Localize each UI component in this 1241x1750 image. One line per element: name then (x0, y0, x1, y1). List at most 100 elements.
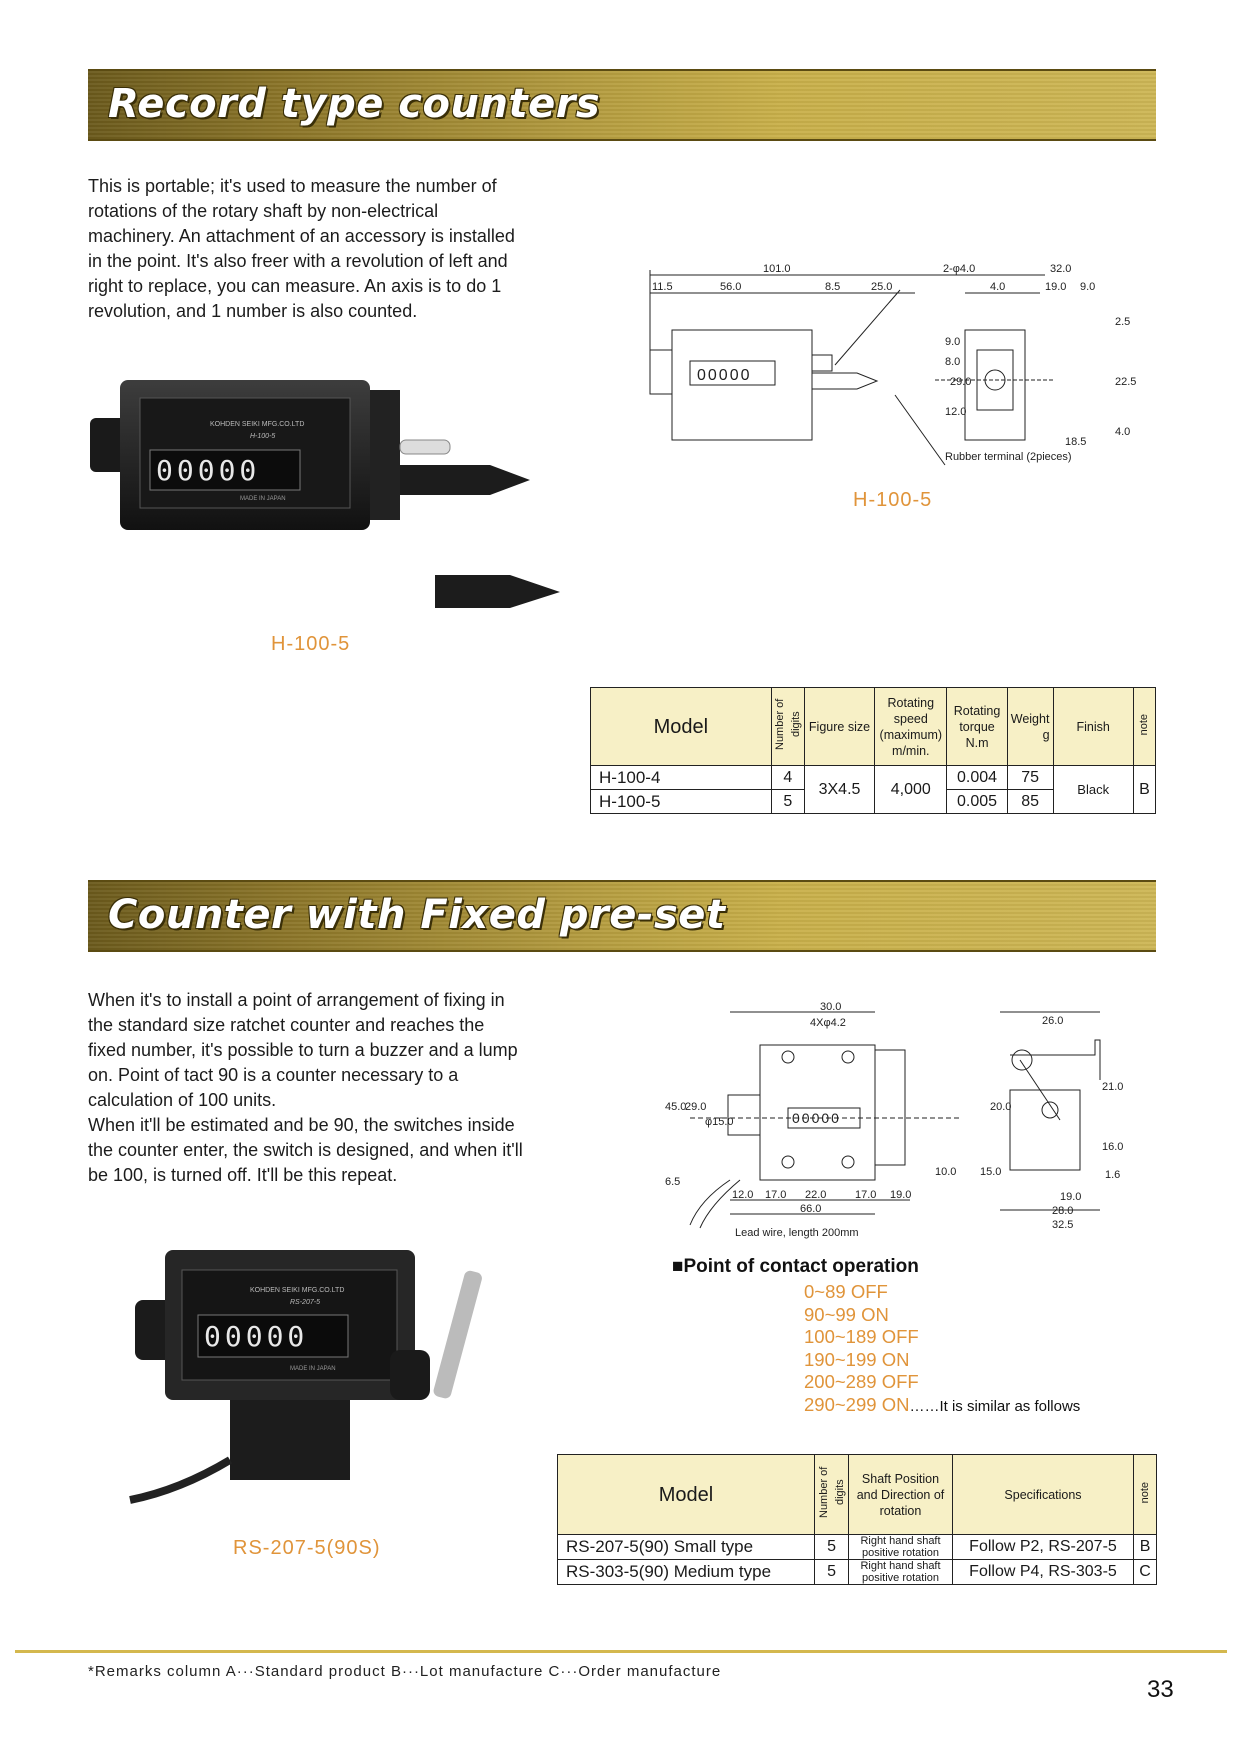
dim-label: 12.0 (945, 406, 966, 418)
photo-maker-label: KOHDEN SEIKI MFG.CO.LTD (210, 421, 304, 428)
dim-label: 8.0 (945, 356, 960, 368)
cell-model: H-100-5 (590, 789, 772, 814)
description-line: When it's to install a point of arrangem… (88, 990, 505, 1010)
section-description: This is portable; it's used to measure t… (88, 174, 604, 324)
dim-label: 28.0 (1052, 1205, 1073, 1217)
cell-finish: Black (1052, 765, 1134, 814)
contact-operation-heading: ■Point of contact operation (672, 1256, 919, 1277)
description-line: in the point. It's also freer with a rev… (88, 251, 508, 271)
photo-made-label: MADE IN JAPAN (290, 1366, 336, 1372)
dim-label: 9.0 (945, 336, 960, 348)
cell-shaft: Right hand shaft positive rotation (848, 1534, 953, 1560)
dim-label: 4.0 (1115, 426, 1130, 438)
dim-label: 29.0 (685, 1101, 706, 1113)
dim-label: 1.6 (1105, 1169, 1120, 1181)
dim-label: 19.0 (890, 1189, 911, 1201)
cell-figure: 3X4.5 (803, 765, 876, 814)
dim-label: 25.0 (871, 281, 892, 293)
section-title: Record type counters (108, 81, 601, 127)
description-line: This is portable; it's used to measure t… (88, 176, 497, 196)
cell-note: B (1132, 765, 1157, 814)
col-header-speed: Rotating speed (maximum)m/min. (874, 687, 948, 766)
cell-shaft: Right hand shaft positive rotation (848, 1559, 953, 1585)
description-line: on. Point of tact 90 is a counter necess… (88, 1065, 459, 1085)
list-item: 190~199 ON (804, 1348, 910, 1370)
contact-operation-list: 0~89 OFF 90~99 ON 100~189 OFF 190~199 ON… (804, 1281, 1080, 1418)
cell-speed: 4,000 (874, 765, 948, 814)
dim-label: 15.0 (980, 1166, 1001, 1178)
description-line: When it'll be estimated and be 90, the s… (88, 1115, 515, 1135)
dim-label: 22.0 (805, 1189, 826, 1201)
cell-model: RS-207-5(90) Small type (557, 1534, 815, 1560)
photo-model-label: H-100-5 (250, 433, 275, 440)
drawing-digits: 00000 (792, 1110, 841, 1126)
cell-digits: 4 (770, 765, 805, 790)
description-line: the counter enter, the switch is designe… (88, 1140, 523, 1160)
dim-label: 29.0 (950, 376, 971, 388)
photo-caption: RS-207-5(90S) (233, 1537, 381, 1559)
cell-note: C (1133, 1559, 1157, 1585)
dim-label: 21.0 (1102, 1081, 1123, 1093)
dim-label: 22.5 (1115, 376, 1136, 388)
description-line: be 100, is turned off. It'll be this rep… (88, 1165, 398, 1185)
photo-maker-label: KOHDEN SEIKI MFG.CO.LTD (250, 1287, 344, 1294)
photo-model-label: RS-207-5 (290, 1299, 320, 1306)
description-line: the standard size ratchet counter and re… (88, 1015, 485, 1035)
cell-model: RS-303-5(90) Medium type (557, 1559, 815, 1585)
dim-label: 32.5 (1052, 1219, 1073, 1231)
col-header-note: note (1132, 687, 1157, 766)
drawing-note: Lead wire, length 200mm (735, 1227, 859, 1239)
description-line: machinery. An attachment of an accessory… (88, 226, 515, 246)
dim-label: 11.5 (652, 281, 673, 293)
col-header-digits: Number of digits (770, 687, 805, 766)
section-banner-preset: Counter with Fixed pre-set (88, 880, 1156, 952)
dim-label: 19.0 (1060, 1191, 1081, 1203)
drawing-note: Rubber terminal (2pieces) (945, 451, 1072, 463)
col-header-digits: Number of digits (813, 1454, 850, 1535)
cell-model: H-100-4 (590, 765, 772, 790)
cell-weight: 75 (1006, 765, 1054, 790)
list-item: 0~89 OFF (804, 1281, 888, 1302)
section-description: When it's to install a point of arrangem… (88, 988, 604, 1188)
description-line: calculation of 100 units. (88, 1090, 277, 1110)
description-line: fixed number, it's possible to turn a bu… (88, 1040, 518, 1060)
dim-label: 2-φ4.0 (943, 263, 975, 275)
section-banner-record: Record type counters (88, 69, 1156, 141)
col-header-figure: Figure size (803, 687, 876, 766)
footer-divider (15, 1650, 1227, 1653)
dim-label: 12.0 (732, 1189, 753, 1201)
table-row: RS-207-5(90) Small type 5 Right hand sha… (557, 1534, 1157, 1560)
description-line: rotations of the rotary shaft by non-ele… (88, 201, 439, 221)
dim-label: 20.0 (990, 1101, 1011, 1113)
dim-label: 56.0 (720, 281, 741, 293)
dim-label: 16.0 (1102, 1141, 1123, 1153)
dim-label: 10.0 (935, 1166, 956, 1178)
cell-digits: 5 (813, 1534, 850, 1560)
photo-digits: 00000 (204, 1320, 308, 1353)
dim-label: 45.0 (665, 1101, 686, 1113)
dim-label: φ15.0 (705, 1116, 734, 1128)
cell-torque: 0.004 (946, 765, 1008, 790)
col-header-shaft: Shaft Position and Direction of rotation (848, 1454, 953, 1535)
section-title: Counter with Fixed pre-set (108, 892, 726, 938)
dim-label: 17.0 (765, 1189, 786, 1201)
spec-table-rs: Model Number of digits Shaft Position an… (557, 1454, 1157, 1585)
dimension-drawing-rs207: 30.0 4Xφ4.2 45.0 29.0 φ15.0 6.5 12.0 17.… (660, 1000, 1140, 1242)
list-item: 90~99 ON (804, 1303, 889, 1325)
dim-label: 101.0 (763, 263, 791, 275)
photo-made-label: MADE IN JAPAN (240, 496, 286, 502)
drawing-caption: H-100-5 (853, 489, 933, 511)
dim-label: 8.5 (825, 281, 840, 293)
dim-label: 6.5 (665, 1176, 680, 1188)
dimension-drawing-h100: 101.0 11.5 56.0 8.5 25.0 2-φ4.0 4.0 32.0… (645, 255, 1145, 480)
dim-label: 26.0 (1042, 1015, 1063, 1027)
dim-label: 9.0 (1080, 281, 1095, 293)
remarks-column: *Remarks column A···Standard product B··… (88, 1663, 722, 1680)
spec-table-h100: Model Number of digits Figure size Rotat… (590, 687, 1157, 814)
photo-caption: H-100-5 (271, 633, 351, 655)
cell-note: B (1133, 1534, 1157, 1560)
table-row: H-100-4 4 3X4.5 4,000 0.004 75 Black B (590, 765, 1157, 814)
list-item: 200~289 OFF (804, 1371, 919, 1392)
drawing-digits: 00000 (697, 367, 752, 384)
